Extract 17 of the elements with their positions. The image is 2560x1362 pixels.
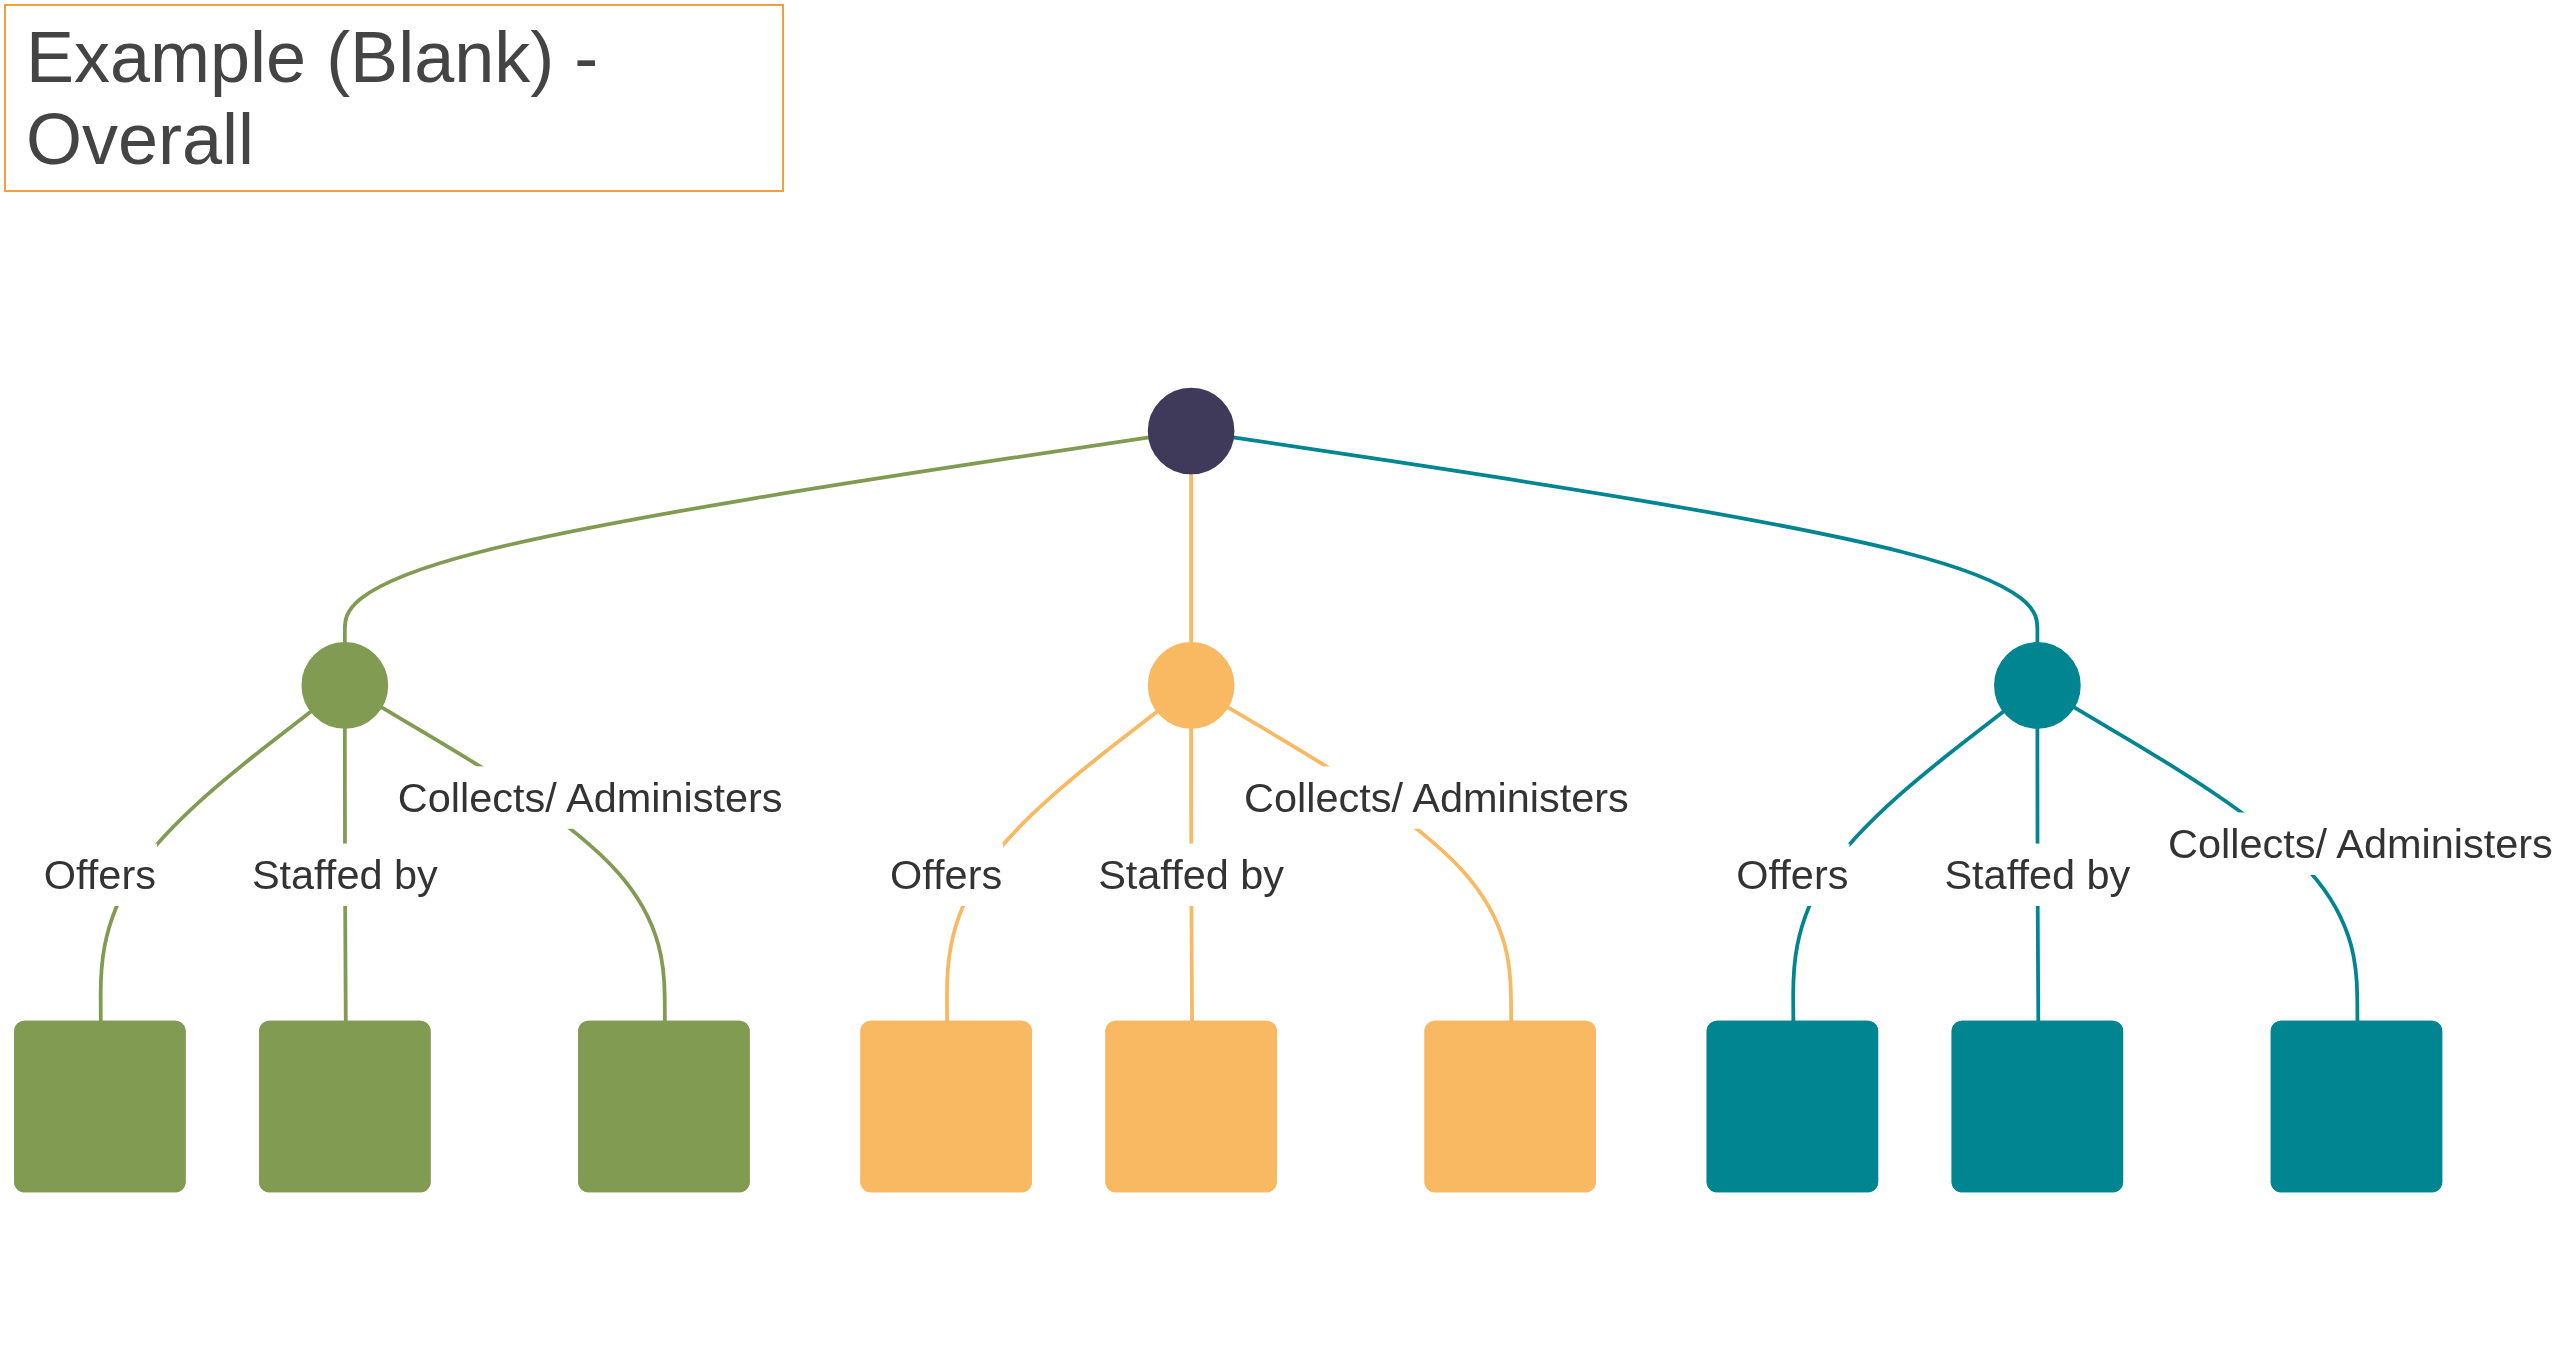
node-circle [1147,642,1235,729]
edge-label: Collects/ Administers [397,774,783,822]
title: Example (Blank) - Overall [4,4,784,192]
edge-label: Collects/ Administers [2168,820,2553,868]
edge-label: Staffed by [1098,851,1285,899]
node-circle [1147,387,1235,475]
edge-label: Offers [890,851,1003,899]
connector [342,435,1150,643]
connector [1232,435,2040,643]
node-circle [301,642,389,729]
connector [1189,473,1193,643]
node-circle [1994,642,2081,729]
edge-label: Staffed by [251,851,438,899]
edge-label: Offers [1736,851,1849,899]
edge-label: Offers [43,851,156,899]
edge-label: Collects/ Administers [1244,774,1629,822]
edge-label: Staffed by [1944,851,2131,899]
